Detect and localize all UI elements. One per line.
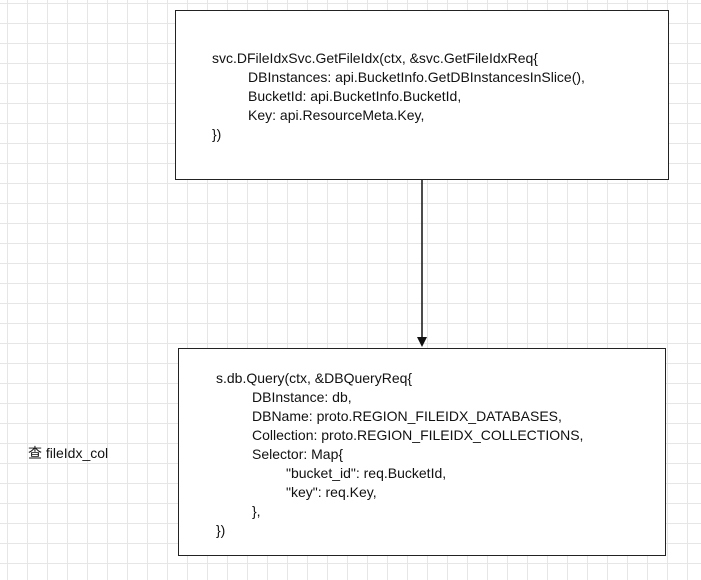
code-line: DBName: proto.REGION_FILEIDX_DATABASES, [252, 408, 562, 424]
code-line: svc.DFileIdxSvc.GetFileIdx(ctx, &svc.Get… [212, 50, 538, 66]
code-line: BucketId: api.BucketInfo.BucketId, [248, 88, 462, 104]
code-line: Collection: proto.REGION_FILEIDX_COLLECT… [252, 427, 584, 443]
code-line: DBInstances: api.BucketInfo.GetDBInstanc… [248, 69, 585, 85]
code-line: s.db.Query(ctx, &DBQueryReq{ [216, 370, 413, 386]
code-line: Selector: Map{ [252, 446, 344, 462]
code-line: "key": req.Key, [286, 484, 377, 500]
arrow-head [417, 337, 427, 347]
top-code-box: svc.DFileIdxSvc.GetFileIdx(ctx, &svc.Get… [175, 10, 669, 180]
side-label: 查 fileIdx_col [28, 445, 109, 461]
code-line: DBInstance: db, [252, 389, 352, 405]
code-line: }, [252, 503, 261, 519]
code-line: "bucket_id": req.BucketId, [286, 465, 447, 481]
bottom-code-box: s.db.Query(ctx, &DBQueryReq{ DBInstance:… [178, 348, 666, 556]
code-line: }) [216, 522, 226, 538]
code-line: Key: api.ResourceMeta.Key, [248, 107, 425, 123]
code-line: }) [212, 126, 222, 142]
